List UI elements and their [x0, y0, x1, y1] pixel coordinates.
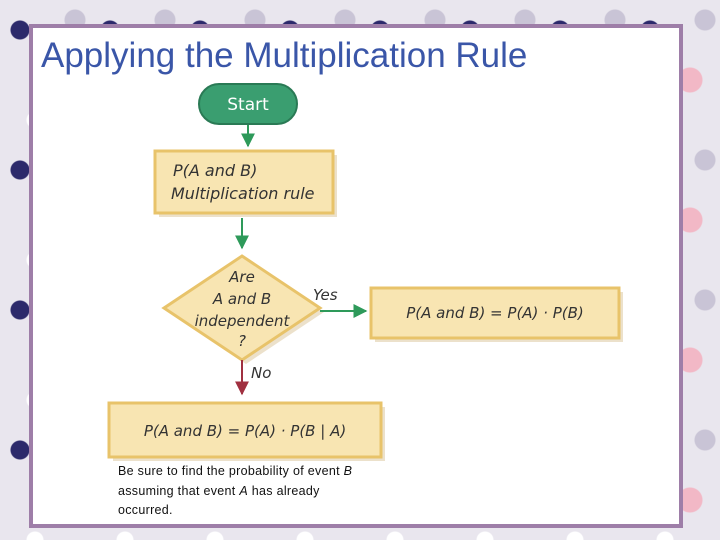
dependent-formula-box: P(A and B) = P(A) · P(B | A) — [107, 401, 385, 461]
start-node: Start — [198, 83, 298, 125]
rule-box-line1: P(A and B) — [173, 161, 257, 180]
note-text-3: has already occurred. — [118, 483, 320, 518]
slide-frame: Applying the Multiplication Rule Start P… — [29, 24, 683, 528]
decision-line-2: A and B — [212, 290, 271, 308]
decision-line-1: Are — [228, 268, 255, 286]
multiplication-rule-box: P(A and B) Multiplication rule — [153, 149, 337, 217]
slide-title: Applying the Multiplication Rule — [41, 36, 528, 75]
independent-formula: P(A and B) = P(A) · P(B) — [406, 304, 584, 322]
independent-formula-box: P(A and B) = P(A) · P(B) — [369, 286, 623, 342]
decision-line-4: ? — [238, 332, 246, 350]
conditional-note: Be sure to find the probability of event… — [118, 462, 368, 521]
decision-line-3: independent — [195, 312, 291, 330]
note-event-a: A — [239, 483, 248, 498]
rule-box-line2: Multiplication rule — [171, 184, 315, 203]
note-text-1: Be sure to find the probability of event — [118, 464, 344, 478]
yes-label: Yes — [313, 286, 338, 304]
flowchart: Start P(A and B) Multiplication rule Are… — [107, 83, 623, 461]
note-text-2: assuming that event — [118, 483, 240, 498]
start-label: Start — [227, 95, 269, 115]
note-event-b: B — [343, 464, 353, 478]
dependent-formula: P(A and B) = P(A) · P(B | A) — [144, 422, 346, 440]
no-label: No — [251, 364, 271, 382]
independence-decision: Are A and B independent ? — [161, 254, 324, 364]
